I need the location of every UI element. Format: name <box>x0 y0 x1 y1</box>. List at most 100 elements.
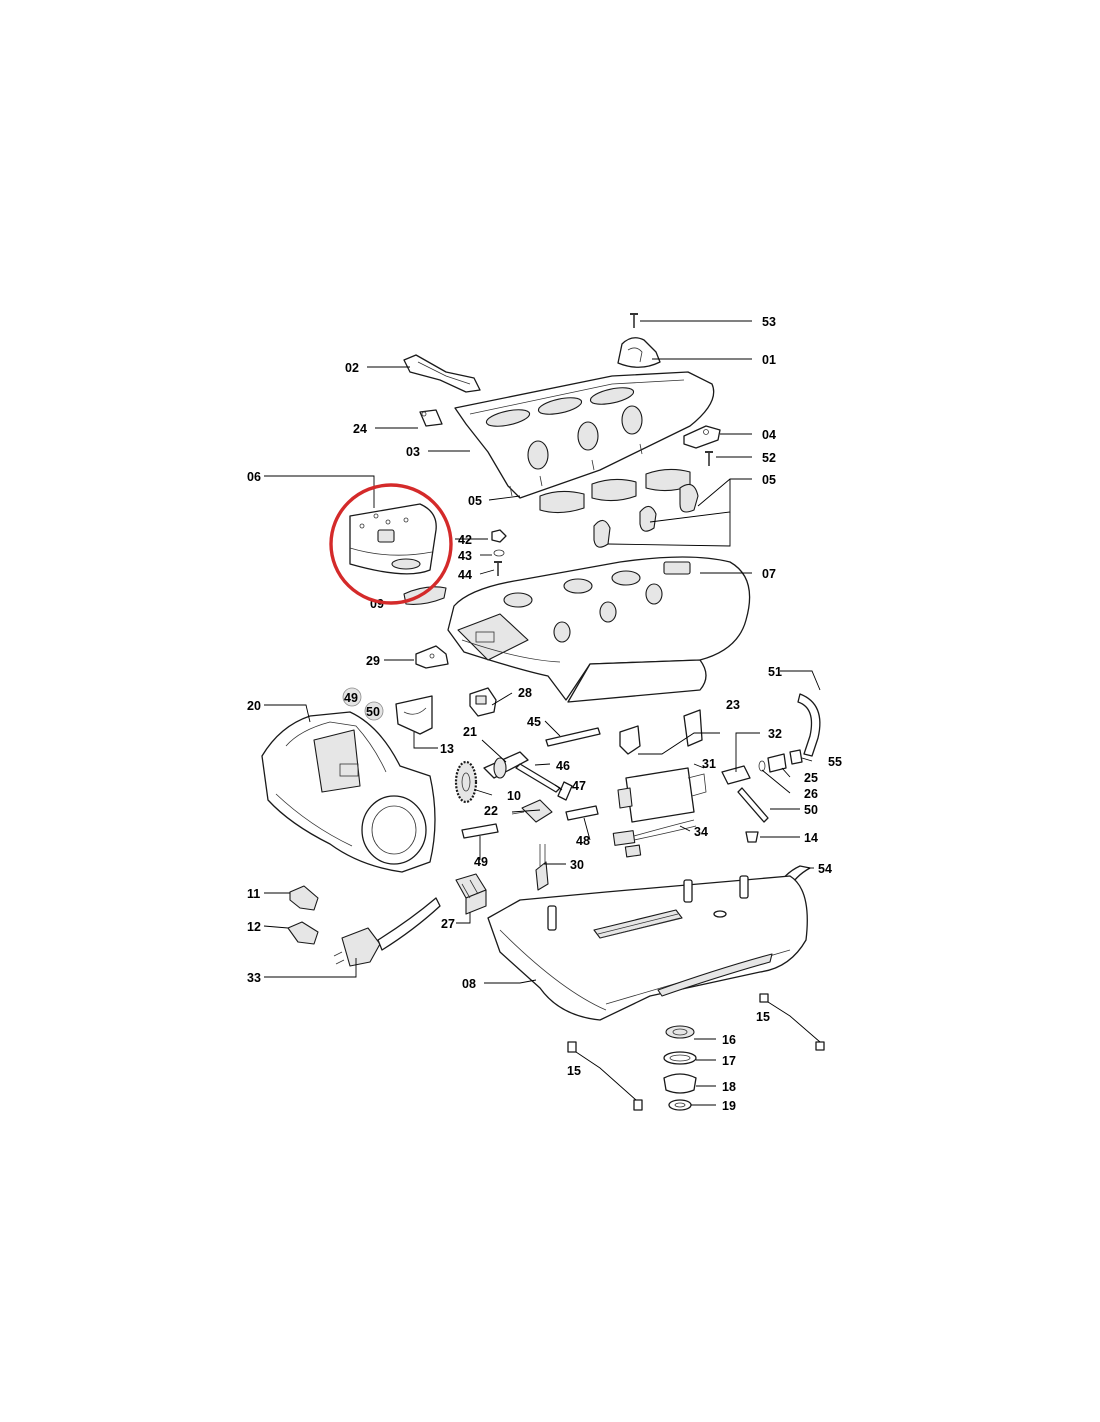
label-08: 08 <box>462 977 476 991</box>
label-52: 52 <box>762 451 776 465</box>
label-13: 13 <box>440 742 454 756</box>
label-28: 28 <box>518 686 532 700</box>
label-27: 27 <box>441 917 455 931</box>
part-52-screw <box>705 451 713 466</box>
label-50-circled: 50 <box>366 705 380 719</box>
part-22-valve <box>511 799 553 823</box>
part-13-bracket <box>395 695 433 735</box>
label-31: 31 <box>702 757 716 771</box>
label-29: 29 <box>366 654 380 668</box>
part-26-oring <box>758 760 766 772</box>
label-23: 23 <box>726 698 740 712</box>
part-17-foot-seal <box>663 1051 697 1065</box>
circled-49-badge <box>342 687 362 707</box>
part-50-rod <box>737 787 769 823</box>
part-49-tube <box>461 823 499 839</box>
label-55: 55 <box>828 755 842 769</box>
label-44: 44 <box>458 568 472 582</box>
part-14-screw <box>745 831 759 843</box>
part-46-rod <box>515 763 561 793</box>
part-23-brackets <box>619 709 703 755</box>
part-48-tube <box>565 805 599 821</box>
label-53: 53 <box>762 315 776 329</box>
label-07: 07 <box>762 567 776 581</box>
part-07-housing-top <box>447 556 751 703</box>
label-10: 10 <box>507 789 521 803</box>
label-19: 19 <box>722 1099 736 1113</box>
label-34: 34 <box>694 825 708 839</box>
label-04: 04 <box>762 428 776 442</box>
part-16-foot-ring <box>665 1025 695 1039</box>
part-02-bracket <box>403 354 481 393</box>
label-22: 22 <box>484 804 498 818</box>
part-30-sensor <box>535 844 549 891</box>
label-45: 45 <box>527 715 541 729</box>
label-03: 03 <box>406 445 420 459</box>
label-47: 47 <box>572 779 586 793</box>
label-48: 48 <box>576 834 590 848</box>
label-43: 43 <box>458 549 472 563</box>
part-12-clip <box>287 921 319 945</box>
part-44-screw <box>494 561 502 576</box>
label-17: 17 <box>722 1054 736 1068</box>
part-20-water-tank <box>261 711 436 873</box>
label-14: 14 <box>804 831 818 845</box>
label-51: 51 <box>768 665 782 679</box>
part-11-clip <box>289 885 319 911</box>
label-46: 46 <box>556 759 570 773</box>
part-24-clip <box>419 409 443 427</box>
part-34-wires <box>612 819 697 858</box>
label-21: 21 <box>463 725 477 739</box>
label-05-right: 05 <box>762 473 776 487</box>
part-32-connector <box>721 765 751 785</box>
part-21-pinion <box>483 751 529 779</box>
label-05-left: 05 <box>468 494 482 508</box>
part-53-screw <box>630 313 638 328</box>
label-49: 49 <box>474 855 488 869</box>
label-24: 24 <box>353 422 367 436</box>
part-51-hose <box>797 693 821 757</box>
part-33-plug <box>333 897 441 967</box>
label-30: 30 <box>570 858 584 872</box>
label-11: 11 <box>247 887 260 901</box>
label-16: 16 <box>722 1033 736 1047</box>
label-01: 01 <box>762 353 776 367</box>
label-06: 06 <box>247 470 261 484</box>
label-15-right: 15 <box>756 1010 770 1024</box>
label-15-left: 15 <box>567 1064 581 1078</box>
part-06-side-cover <box>349 503 437 575</box>
part-43-washer <box>493 549 505 557</box>
label-12: 12 <box>247 920 261 934</box>
part-47-pin <box>557 781 573 801</box>
part-04-plate <box>683 425 721 449</box>
part-15-screws <box>567 993 825 1111</box>
part-27-terminal-block <box>455 873 487 915</box>
label-18: 18 <box>722 1080 736 1094</box>
part-labels: 53 01 02 24 03 04 52 06 05 05 42 43 44 0… <box>247 315 842 1113</box>
part-45-rod <box>545 727 601 747</box>
label-49-circled: 49 <box>344 691 358 705</box>
label-20: 20 <box>247 699 261 713</box>
label-50: 50 <box>804 803 818 817</box>
part-55-cap <box>789 749 803 765</box>
label-32: 32 <box>768 727 782 741</box>
label-25: 25 <box>804 771 818 785</box>
highlight-circle <box>329 483 453 605</box>
label-33: 33 <box>247 971 261 985</box>
part-05-inserts <box>539 468 699 548</box>
part-10-gear <box>454 760 478 804</box>
part-31-pump <box>617 767 707 823</box>
part-18-foot <box>663 1073 697 1094</box>
label-42: 42 <box>458 533 472 547</box>
part-19-foot-cap <box>668 1099 692 1111</box>
part-29-clip <box>415 645 449 669</box>
label-54: 54 <box>818 862 832 876</box>
part-03-top-panel <box>454 371 715 499</box>
part-25-fitting <box>767 753 787 773</box>
circled-50-badge <box>364 701 384 721</box>
part-01-knob <box>617 337 661 368</box>
part-28-switch <box>469 687 497 717</box>
label-02: 02 <box>345 361 359 375</box>
label-26: 26 <box>804 787 818 801</box>
